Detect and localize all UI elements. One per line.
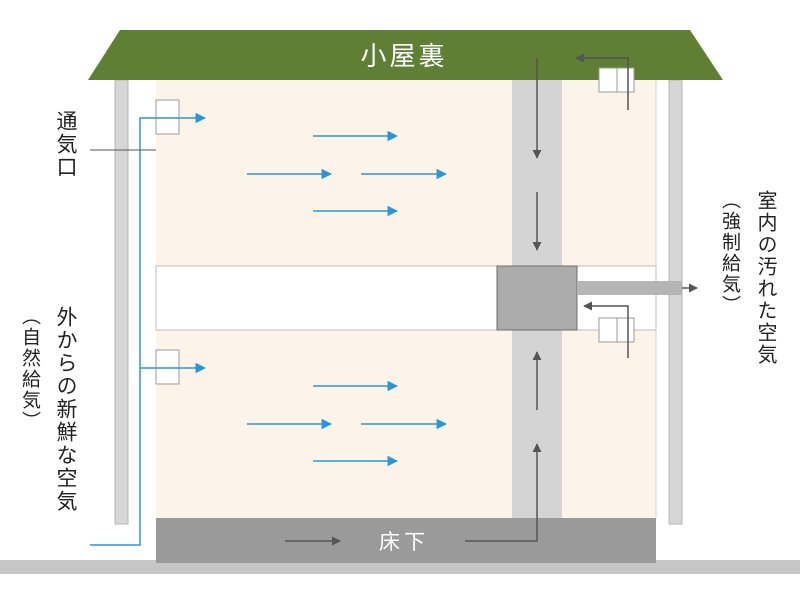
- underfloor-duct-arrow: [465, 443, 542, 542]
- fresh-air-supply-line: [90, 112, 207, 546]
- attic-label: 小屋裏: [360, 42, 447, 72]
- vent-upper-left: [155, 99, 180, 135]
- vent-lower-left: [155, 349, 180, 385]
- outer-wall-right: [668, 79, 683, 525]
- attic-vent-exhaust-line: [575, 53, 629, 110]
- vent-label: 通気口: [54, 110, 78, 179]
- underfloor-label: 床下: [379, 530, 429, 554]
- lower-vent-exhaust-line: [583, 301, 629, 358]
- upper-room: [156, 80, 656, 266]
- roof: [88, 30, 723, 80]
- floor-slab: [155, 265, 657, 331]
- exhaust-pipe: [577, 281, 682, 295]
- fresh-air-label: 外からの新鮮な空気: [54, 306, 78, 513]
- dirty-air-label: 室内の汚れた空気: [754, 190, 778, 366]
- ground-strip: [0, 560, 800, 574]
- outer-wall-left: [114, 79, 129, 525]
- exhaust-fan-unit: [496, 265, 578, 331]
- forced-exhaust-label: （強制給気）: [719, 190, 741, 316]
- underfloor-space: [156, 518, 656, 563]
- natural-supply-label: （自然給気）: [19, 306, 41, 432]
